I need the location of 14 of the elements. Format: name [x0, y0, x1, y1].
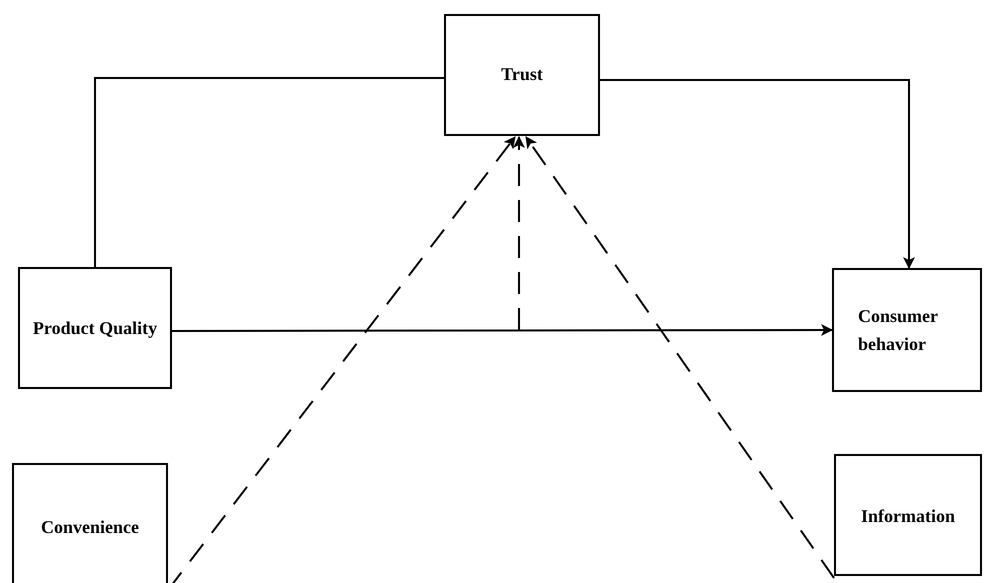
concept-box: [834, 454, 982, 576]
box-label: Information: [861, 505, 955, 528]
box-label: Product Quality: [32, 317, 158, 340]
arrow: [513, 136, 525, 330]
box-label: Consumer behavior: [858, 305, 939, 356]
arrow: [600, 79, 915, 269]
concept-box: [12, 463, 168, 583]
arrow: [525, 136, 835, 579]
concept-box: [18, 267, 172, 389]
concept-box: [832, 268, 982, 392]
box-label: Convenience: [41, 516, 139, 539]
concept-box: [444, 14, 600, 136]
box-label: Trust: [501, 63, 543, 86]
arrow: [172, 324, 833, 336]
